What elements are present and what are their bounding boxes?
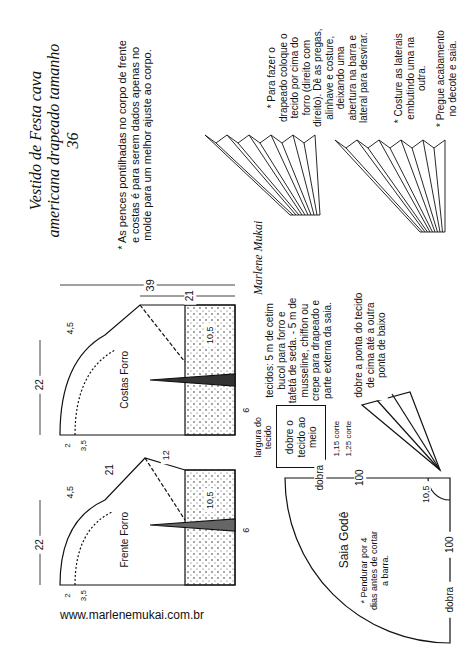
front-dart <box>150 519 235 531</box>
dimension: 21 <box>104 461 116 479</box>
cut-label: 1,15 corte <box>332 415 341 461</box>
dimension: 2 <box>63 589 72 601</box>
drape-line <box>145 458 185 520</box>
note: * Pregue acabamento no decote e saia. <box>435 28 458 128</box>
fold-label: dobra <box>314 460 326 496</box>
note: * Pendurar por 4 dias antes de cortar a … <box>359 530 390 610</box>
dimension: 21 <box>184 287 196 305</box>
box-text: dobre o tecido ao meio <box>284 409 319 465</box>
back-facing <box>75 350 115 435</box>
cut-label: 1,25 corte <box>344 415 353 461</box>
website: www.marlenemukai.com.br <box>60 609 280 623</box>
note: * Costure as laterais embutindo uma na o… <box>393 28 428 128</box>
dimension: 3,5 <box>79 436 88 454</box>
dimension: 10,5 <box>205 488 215 512</box>
folded-fabric <box>362 392 440 470</box>
dimension: 39 <box>144 276 157 294</box>
dimension: 100 <box>444 532 456 558</box>
note: * Para fazer o drapeado coloque o tecido… <box>266 28 370 128</box>
dimension: 2 <box>63 439 72 451</box>
dimension: 12 <box>161 446 171 464</box>
note: * As pences pontilhadas no corpo de fren… <box>116 40 154 250</box>
dimension: 3,5 <box>79 586 88 604</box>
pattern-title: Vestido de Festa cava americana drapeado… <box>27 40 82 240</box>
front-bodice <box>60 458 235 585</box>
fabric-box: largura do tecidodobre o tecido ao meio <box>276 405 326 468</box>
drape-illustration <box>205 135 445 232</box>
box-heading: largura do tecido <box>253 406 274 468</box>
dimension: 10,5 <box>205 323 215 347</box>
dimension: 6 <box>241 404 251 416</box>
fabric-note: tecidos: 5 m de cetim bucol para forro e… <box>264 297 333 403</box>
back-bodice <box>60 305 235 435</box>
dimension: 6 <box>241 524 251 536</box>
back-dart <box>150 374 235 386</box>
dimension: 4,5 <box>65 481 75 503</box>
dimension: 10,5 <box>421 481 431 507</box>
piece-name: Saia Godê <box>338 505 352 575</box>
fold-line <box>392 394 440 470</box>
dimension: 22 <box>34 376 46 394</box>
signature: Marlene Mukai <box>251 220 265 295</box>
note: dobre a ponta do tecido de cima até a ou… <box>353 290 388 400</box>
dimension: 100 <box>354 465 366 491</box>
piece-name: Frente Forro <box>119 505 131 575</box>
skirt-pattern <box>285 478 450 643</box>
front-facing <box>75 512 112 585</box>
drape-line <box>140 305 185 362</box>
back-waistband <box>185 305 235 435</box>
fold-line <box>375 398 440 470</box>
dimension: 22 <box>34 536 46 554</box>
skirt-waist <box>428 478 450 500</box>
dimension: 4,5 <box>65 317 75 339</box>
fold-label: dobra <box>444 582 456 618</box>
piece-name: Costas Forro <box>119 345 131 415</box>
